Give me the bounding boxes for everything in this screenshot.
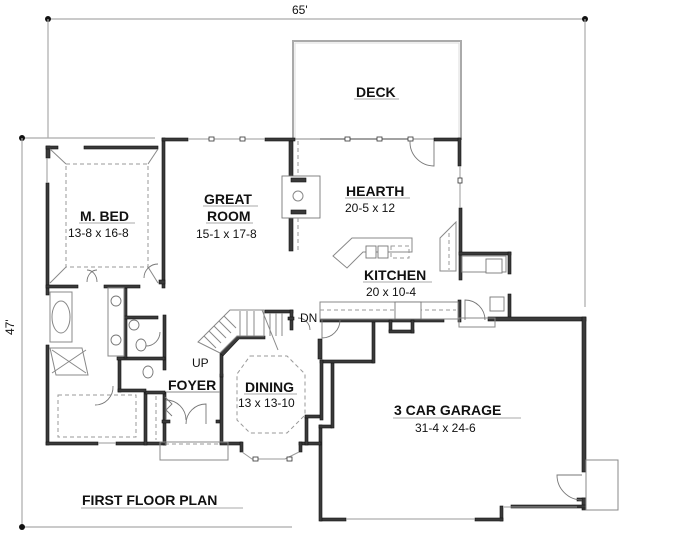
room-great-size: 15-1 x 17-8: [196, 227, 257, 241]
room-mbed-name: M. BED: [80, 208, 129, 224]
room-labels: DECK M. BED 13-8 x 16-8 GREAT ROOM 15-1 …: [68, 84, 521, 509]
exterior-walls: [45, 137, 587, 522]
room-kitchen-size: 20 x 10-4: [366, 285, 416, 299]
room-deck-name: DECK: [356, 84, 396, 100]
dimension-lines: 65' 47': [3, 3, 588, 530]
room-hearth-name: HEARTH: [346, 183, 404, 199]
room-foyer-name: FOYER: [168, 377, 216, 393]
windows: [46, 136, 577, 520]
room-garage-size: 31-4 x 24-6: [415, 421, 476, 435]
room-garage-name: 3 CAR GARAGE: [394, 402, 501, 418]
doors: [86, 140, 619, 511]
room-dining-size: 13 x 13-10: [238, 396, 295, 410]
room-mbed-size: 13-8 x 16-8: [68, 226, 129, 240]
room-great-name: GREAT: [204, 191, 252, 207]
stair-down-label: DN: [300, 311, 317, 325]
room-hearth-size: 20-5 x 12: [345, 201, 395, 215]
depth-dimension: 47': [3, 319, 17, 335]
room-kitchen-name: KITCHEN: [364, 267, 426, 283]
width-dimension: 65': [292, 3, 308, 17]
room-dining-name: DINING: [245, 379, 294, 395]
interior-details: [49, 141, 507, 461]
room-great-name2: ROOM: [207, 208, 251, 224]
stair-up-label: UP: [192, 356, 209, 370]
plan-title: FIRST FLOOR PLAN: [82, 492, 217, 508]
